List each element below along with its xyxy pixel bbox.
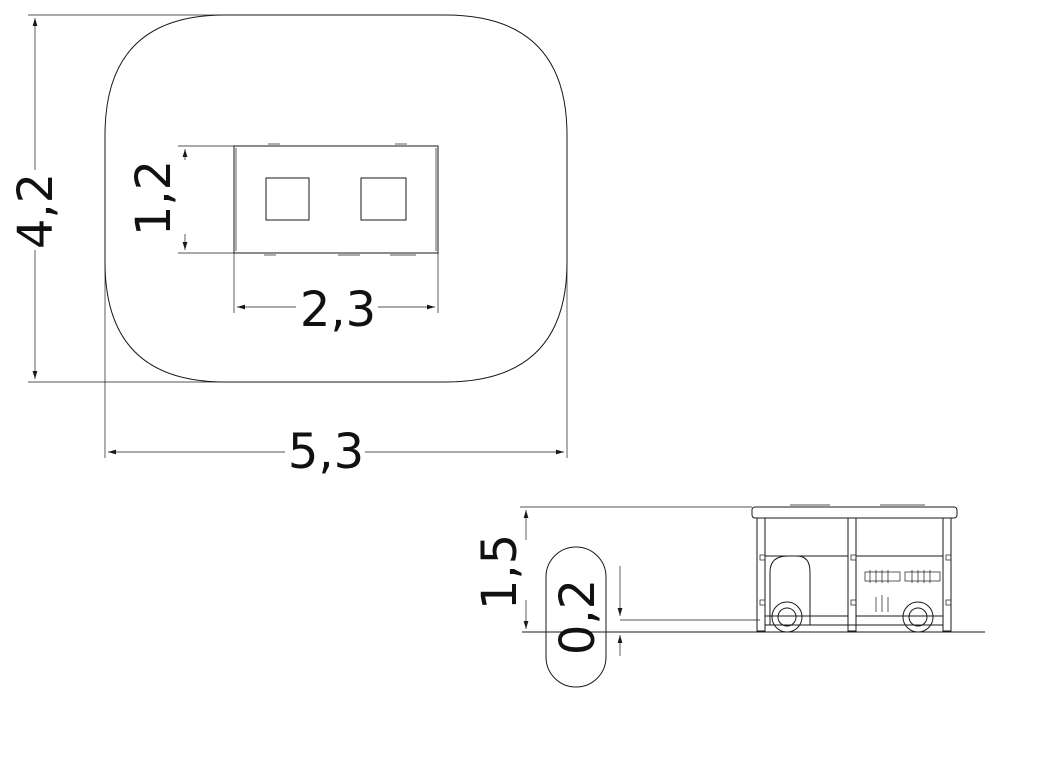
equipment-elevation (751, 504, 958, 633)
side-elevation: 1,5 0,2 (472, 504, 985, 688)
dim-label-total-height: 1,5 (472, 534, 528, 610)
safety-area-outline (104, 14, 568, 383)
dim-label-overall-width: 5,3 (288, 424, 364, 480)
slat-detail (864, 570, 941, 612)
dim-label-fall-height: 0,2 (550, 579, 606, 655)
dim-total-height: 1,5 (472, 506, 752, 629)
wheel-left (771, 601, 803, 633)
dim-unit-length: 2,3 (233, 253, 439, 338)
equipment-plan (233, 143, 439, 256)
wheel-right (902, 601, 934, 633)
opening-left (265, 177, 310, 221)
plan-view: 4,2 5,3 1,2 2,3 (8, 14, 568, 480)
dim-overall-height: 4,2 (8, 14, 230, 383)
dim-label-overall-height: 4,2 (8, 173, 64, 249)
dim-fall-height: 0,2 (545, 546, 623, 688)
opening-right (360, 177, 407, 221)
dim-label-unit-length: 2,3 (300, 282, 376, 338)
dim-label-unit-depth: 1,2 (126, 160, 182, 236)
dim-unit-depth: 1,2 (126, 145, 234, 254)
dim-overall-width: 5,3 (104, 262, 568, 480)
fall-height-callout (545, 546, 607, 688)
